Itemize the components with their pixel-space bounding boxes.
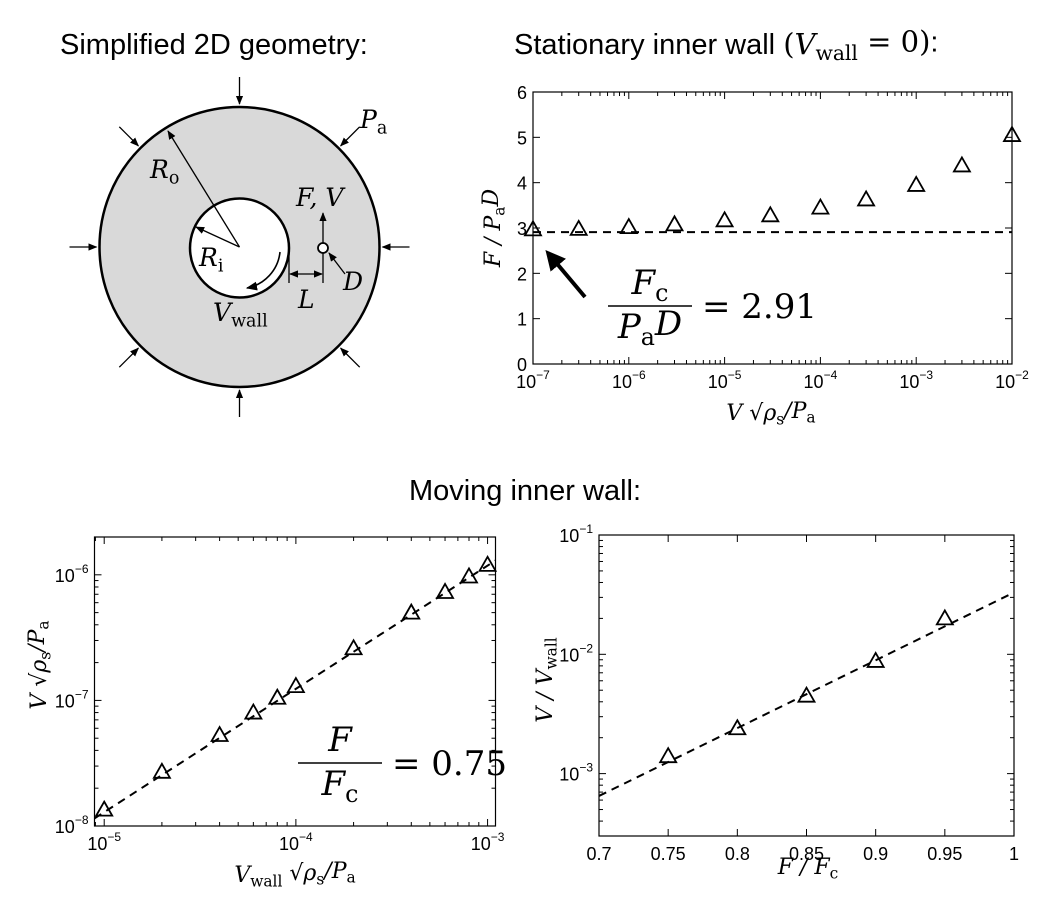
tick-label: 10−3	[471, 830, 505, 854]
tick-label: 1	[1009, 844, 1019, 864]
label-pa: Pa	[359, 105, 387, 138]
svg-text:Fc: Fc	[631, 263, 669, 307]
tick-label: 0.75	[651, 844, 686, 864]
chart-stationary: 10−7 10−6 10−5 10−4 10−3 10−2 0 1 2 3 4 5 6 V √ρs/Pa F…	[479, 83, 1029, 429]
x-axis-label: F / Fc	[777, 855, 839, 883]
data-point	[210, 725, 230, 742]
svg-text:= 2.91: = 2.91	[702, 287, 817, 327]
tick-label: 10−2	[995, 368, 1029, 392]
tick-label: 10−7	[55, 687, 89, 711]
data-point	[619, 217, 639, 234]
pressure-arrow	[118, 126, 140, 147]
data-point	[478, 555, 498, 572]
y-axis-label: F / PaD	[479, 188, 509, 268]
tick-label: 1	[517, 310, 527, 330]
data-point	[727, 718, 747, 736]
tick-label: 5	[517, 128, 527, 148]
y-axis-label: V / Vwall	[533, 637, 561, 722]
tick-label: 10−5	[87, 830, 121, 854]
data-point	[569, 219, 589, 236]
svg-text:= 0.75: = 0.75	[392, 744, 507, 784]
data-point	[715, 210, 735, 228]
particle	[317, 242, 329, 254]
data-point	[658, 746, 678, 764]
tick-label: 0	[517, 355, 527, 375]
data-point	[267, 687, 287, 705]
pressure-arrow	[118, 347, 140, 368]
tick-label: 10−2	[559, 641, 593, 665]
label-vwall: Vwall	[213, 298, 268, 331]
fit-line	[93, 559, 497, 820]
tick-label: 10−3	[559, 761, 593, 785]
inner-circle	[188, 197, 291, 299]
data-point	[401, 602, 421, 620]
pressure-arrows	[69, 77, 410, 417]
data-point	[435, 582, 455, 599]
chart-moving-ratio: 0.7 0.75 0.8 0.85 0.9 0.95 1 10−3 10−2 10−1 F / Fc…	[533, 522, 1019, 883]
data-point	[952, 155, 972, 173]
tick-label: 10−4	[804, 368, 838, 392]
data-point	[796, 685, 817, 703]
x-axis-label: Vwall √ρs/Pa	[234, 859, 355, 891]
data-point	[935, 608, 955, 626]
data-point	[286, 676, 306, 693]
svg-text:Fc: Fc	[321, 764, 359, 808]
tick-label: 6	[517, 83, 527, 103]
label-fv: F, V	[295, 183, 346, 212]
tick-label: 10−5	[708, 368, 742, 392]
pressure-arrow	[339, 347, 361, 368]
data-point	[523, 219, 543, 237]
tick-label: 10−3	[899, 368, 933, 392]
tick-label: 0.85	[789, 844, 824, 864]
x-axis-label: V √ρs/Pa	[726, 399, 815, 429]
tick-label: 0.8	[725, 844, 750, 864]
tick-label: 10−7	[516, 368, 550, 392]
tick-label: 10−4	[279, 830, 313, 854]
d-pointer-arrow	[328, 252, 346, 275]
stationary-title: Stationary inner wall (Vwall = 0):	[514, 24, 938, 65]
data-point	[344, 638, 364, 656]
plot-frame	[598, 534, 1015, 837]
ro-radius-arrow	[167, 130, 241, 248]
annotation-arrow	[545, 249, 587, 299]
data-point	[664, 214, 685, 232]
ri-radius-arrow	[195, 226, 240, 248]
label-d: D	[342, 267, 363, 296]
tick-label: 0.9	[863, 844, 888, 864]
data-point	[760, 205, 780, 223]
y-axis-label: V √ρs/Pa	[25, 620, 55, 709]
svg-text:F: F	[327, 720, 353, 760]
data-point	[94, 799, 114, 817]
label-l: L	[297, 285, 315, 314]
data-point	[856, 189, 876, 207]
pressure-arrow	[339, 126, 361, 147]
geometry-title: Simplified 2D geometry:	[60, 29, 368, 61]
tick-label: 10−6	[612, 368, 646, 392]
data-point	[459, 566, 479, 584]
data-point	[906, 175, 926, 192]
data-point	[1002, 125, 1022, 142]
svg-text:PaD: PaD	[617, 304, 682, 351]
tick-label: 3	[517, 219, 527, 239]
tick-label: 10−6	[55, 562, 89, 586]
annotation: FFc = 0.75	[298, 720, 507, 808]
data-point	[152, 762, 172, 779]
data-point	[810, 197, 830, 215]
vwall-arc-arrow	[245, 251, 281, 291]
plot-frame	[532, 91, 1013, 365]
tick-label: 2	[517, 264, 527, 284]
label-ri: Ri	[198, 243, 224, 276]
label-ro: Ro	[149, 155, 179, 188]
data-point	[243, 702, 263, 720]
tick-label: 10−1	[559, 522, 593, 546]
moving-title: Moving inner wall:	[409, 475, 641, 507]
tick-label: 0.7	[586, 844, 611, 864]
tick-label: 0.95	[927, 844, 962, 864]
geometry-diagram: Pa Ro Ri F, V D L Vwall	[69, 77, 410, 417]
tick-label: 10−8	[55, 813, 89, 837]
data-point	[866, 651, 886, 668]
tick-label: 4	[517, 174, 527, 194]
